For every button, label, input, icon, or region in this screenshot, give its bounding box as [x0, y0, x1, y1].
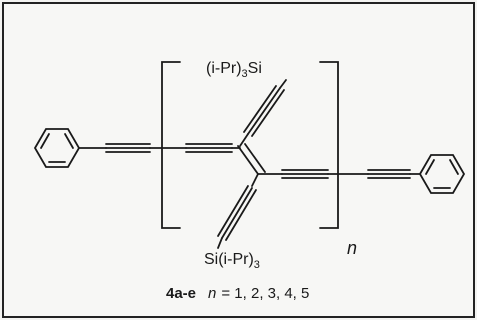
- right-triple-bond: [367, 169, 411, 179]
- right-bracket: [319, 61, 339, 229]
- upper-triple-bond: [243, 85, 285, 137]
- inner-right-triple-bond: [281, 169, 329, 179]
- left-bracket: [161, 61, 181, 229]
- central-double-bond: [237, 143, 266, 175]
- left-triple-bond: [105, 143, 151, 153]
- left-phenyl-ring: [33, 128, 81, 168]
- right-phenyl-ring: [418, 154, 466, 194]
- top-silyl-label: (i-Pr)3Si: [206, 60, 262, 80]
- lower-triple-bond: [217, 185, 257, 241]
- repeat-index-label: n: [347, 238, 357, 258]
- bottom-silyl-label: Si(i-Pr)3: [204, 251, 260, 271]
- inner-left-triple-bond: [185, 143, 233, 153]
- figure-frame: [2, 2, 475, 318]
